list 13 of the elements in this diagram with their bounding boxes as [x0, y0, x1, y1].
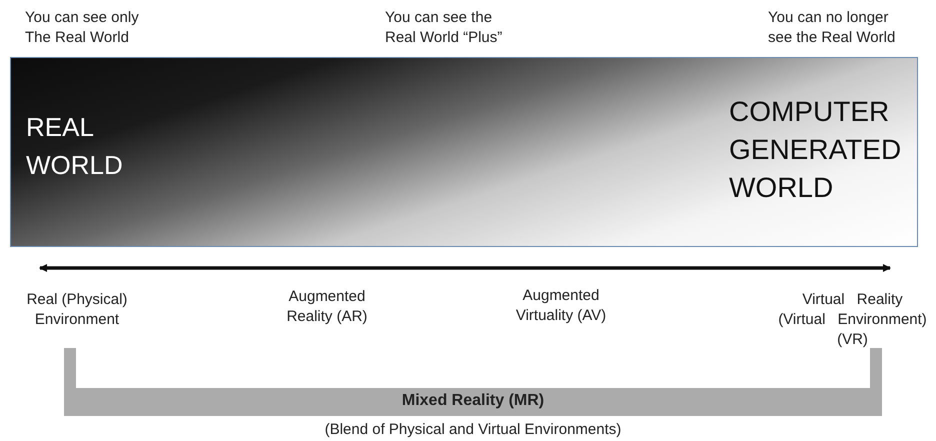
label-text: Augmented Reality (AR): [286, 287, 368, 327]
label-text: You can no longer see the Real World: [768, 8, 896, 48]
label-text: Real (Physical) Environment: [26, 290, 128, 330]
gradient-band: [10, 57, 918, 247]
bracket-bar: [64, 348, 884, 418]
label-text: Virtual Reality (Virtual Environment) (VR): [777, 290, 928, 350]
bracket-label: Mixed Reality (MR): [400, 391, 546, 411]
band-label: REAL WORLD: [26, 111, 124, 182]
band-label: COMPUTER GENERATED WORLD: [729, 95, 902, 205]
label-text: You can see the Real World “Plus”: [385, 8, 504, 48]
label-text: Augmented Virtuality (AV): [514, 286, 608, 326]
bracket-note: (Blend of Physical and Virtual Environments): [324, 420, 622, 440]
label-text: You can see only The Real World: [25, 8, 140, 48]
